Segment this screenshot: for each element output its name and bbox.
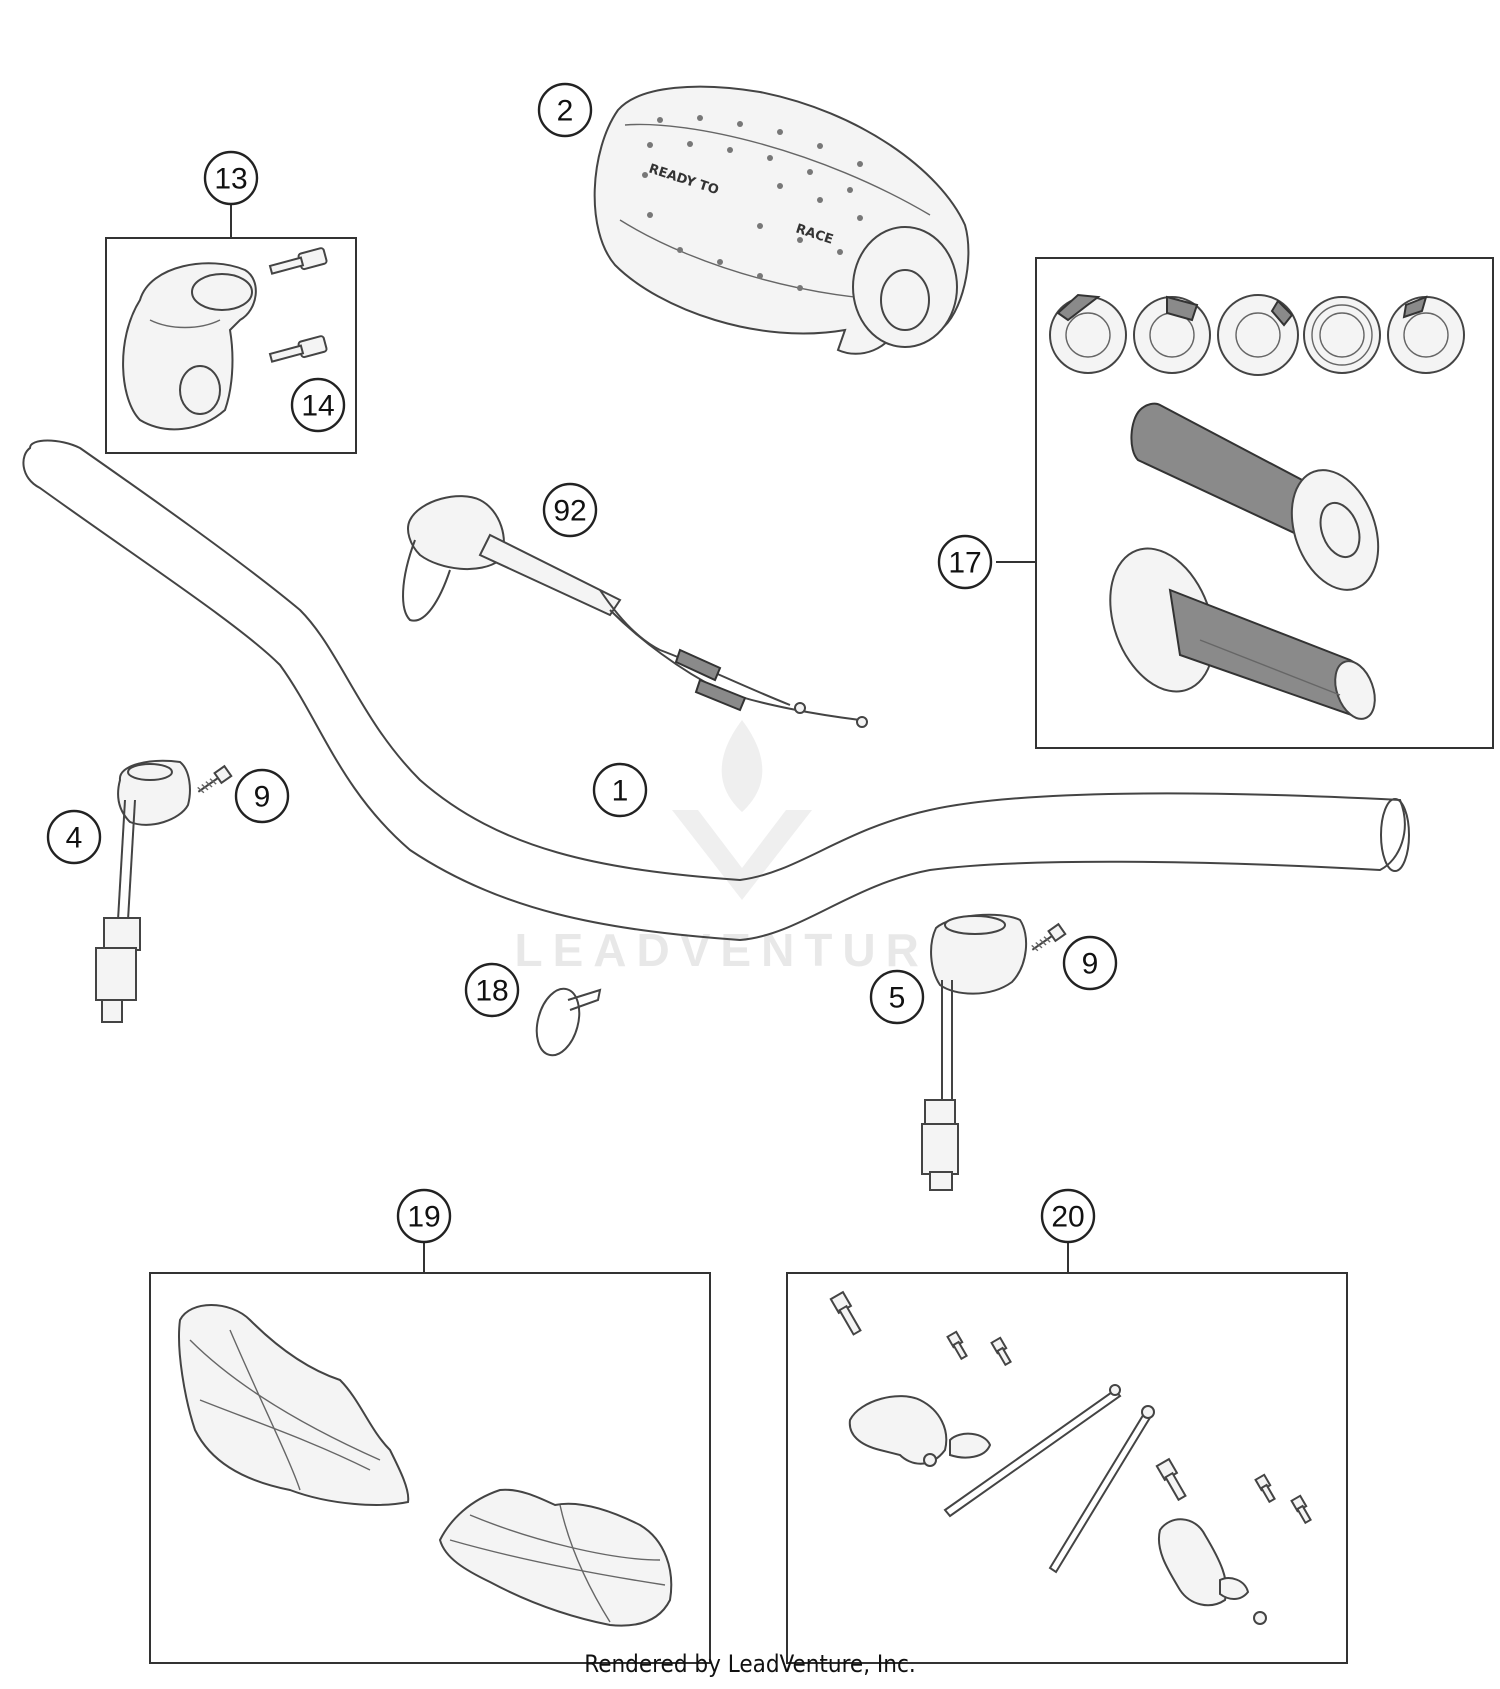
callout-1-label: 1 [612,775,629,808]
leadventure-watermark: LEADVENTURE [514,720,969,976]
callout-13: 13 [203,150,259,206]
left-switch[interactable] [95,759,191,1023]
callout-9-right-label: 9 [1082,948,1099,981]
callout-14: 14 [290,377,346,433]
callout-4: 4 [46,809,102,865]
screws-14[interactable] [268,247,328,366]
right-switch[interactable] [921,913,1028,1191]
callout-4-label: 4 [66,822,83,855]
handlebar-pad[interactable]: READY TO RACE [593,85,970,355]
callout-5-label: 5 [889,982,906,1015]
box-19 [149,1272,711,1664]
callout-20: 20 [1040,1188,1096,1244]
callout-17-label: 17 [948,547,981,580]
callout-17: 17 [937,534,993,590]
watermark-text: LEADVENTURE [514,924,969,976]
hand-guard-right[interactable] [438,1488,673,1627]
throttle-cams[interactable] [1049,293,1465,376]
throttle-housing[interactable] [122,262,257,431]
callout-5: 5 [869,969,925,1025]
callout-19: 19 [396,1188,452,1244]
screw-9-left[interactable] [195,764,233,796]
callout-13-label: 13 [214,163,247,196]
callout-92-label: 92 [553,495,586,528]
screw-9-right[interactable] [1029,922,1067,954]
footer-credit: Rendered by LeadVenture, Inc. [584,1650,916,1678]
callout-18: 18 [464,962,520,1018]
mounting-kit[interactable] [829,1290,1313,1625]
left-grip[interactable] [1092,534,1383,724]
hand-guard-left[interactable] [178,1304,410,1506]
throttle-cable-assembly[interactable] [402,495,868,728]
callout-2-label: 2 [557,95,574,128]
handlebar[interactable] [22,439,1410,942]
callout-2: 2 [537,82,593,138]
callout-19-label: 19 [407,1201,440,1234]
pad-texture [642,115,863,291]
cable-tie[interactable] [530,984,602,1060]
box-17 [1035,257,1494,749]
callout-14-label: 14 [301,390,334,423]
callout-18-label: 18 [475,975,508,1008]
callout-9-right: 9 [1062,935,1118,991]
callout-9-left: 9 [234,768,290,824]
box-20 [786,1272,1348,1664]
callout-9-left-label: 9 [254,781,271,814]
callout-1: 1 [592,762,648,818]
callout-20-label: 20 [1051,1201,1084,1234]
callout-92: 92 [542,482,598,538]
right-grip[interactable] [1130,402,1393,602]
